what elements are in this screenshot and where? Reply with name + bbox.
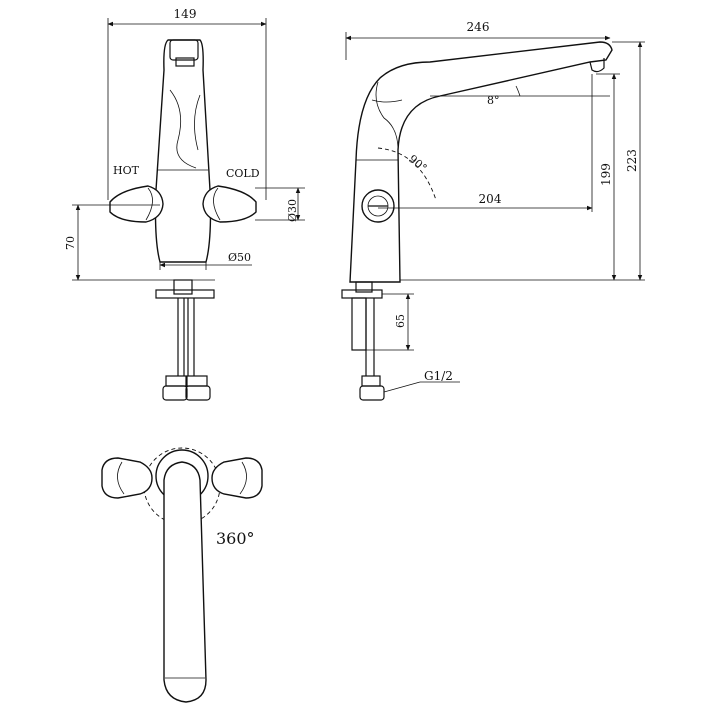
thread-label: G1/2 bbox=[424, 369, 453, 383]
hot-label: HOT bbox=[113, 164, 140, 177]
rotation-label: 360° bbox=[216, 529, 255, 548]
side-body-contour bbox=[375, 81, 399, 151]
side-mount-plate bbox=[341, 289, 383, 299]
top-cold-handle bbox=[211, 457, 263, 499]
cold-handle-contour bbox=[213, 187, 221, 221]
hot-handle-contour bbox=[145, 187, 153, 221]
side-nut bbox=[359, 385, 385, 401]
side-mount-rod bbox=[351, 297, 367, 351]
pivot-angle-arc bbox=[377, 147, 437, 201]
thread-leader bbox=[383, 381, 421, 393]
width-dimension-label: 149 bbox=[174, 7, 197, 21]
side-aerator bbox=[589, 58, 605, 73]
front-nut-right bbox=[185, 385, 211, 401]
top-hot-handle-contour bbox=[117, 461, 125, 495]
reach-label: 204 bbox=[479, 192, 502, 206]
front-nut-left-top bbox=[165, 375, 187, 387]
cold-label: COLD bbox=[226, 167, 260, 180]
front-body bbox=[154, 39, 212, 263]
front-outlet bbox=[169, 39, 199, 61]
total-height-label: 223 bbox=[625, 149, 639, 172]
top-hot-handle bbox=[101, 457, 153, 499]
base-dia-label: Ø50 bbox=[228, 251, 251, 264]
front-body-contour-2 bbox=[194, 94, 201, 151]
top-view: 360° bbox=[101, 447, 263, 703]
side-nut-top bbox=[361, 375, 381, 387]
side-mount-stud bbox=[355, 281, 373, 293]
front-nut-left bbox=[162, 385, 188, 401]
side-spout-joint bbox=[371, 99, 403, 103]
front-nut-right-top bbox=[186, 375, 208, 387]
spout-length-label: 246 bbox=[467, 20, 490, 34]
front-mount-plate bbox=[155, 289, 215, 299]
front-view: 149 HOT COLD Ø30 Ø50 70 bbox=[64, 7, 305, 401]
cold-handle bbox=[202, 185, 257, 223]
pivot-angle-label: 90° bbox=[406, 152, 429, 174]
side-view: 246 8° 90° 204 199 223 bbox=[341, 20, 645, 401]
spout-angle-arc bbox=[515, 85, 521, 97]
front-body-contour bbox=[169, 89, 197, 169]
spout-angle-label: 8° bbox=[487, 94, 500, 107]
hot-handle bbox=[109, 185, 164, 223]
height-label: 70 bbox=[64, 236, 77, 250]
front-mount-stud bbox=[173, 279, 193, 295]
handle-dia-label: Ø30 bbox=[286, 199, 299, 222]
front-outlet-tip bbox=[175, 57, 195, 67]
spout-height-label: 199 bbox=[599, 163, 613, 186]
top-spout bbox=[163, 461, 207, 703]
side-body bbox=[349, 41, 613, 283]
top-cold-handle-contour bbox=[239, 461, 247, 495]
shank-label: 65 bbox=[394, 314, 407, 328]
